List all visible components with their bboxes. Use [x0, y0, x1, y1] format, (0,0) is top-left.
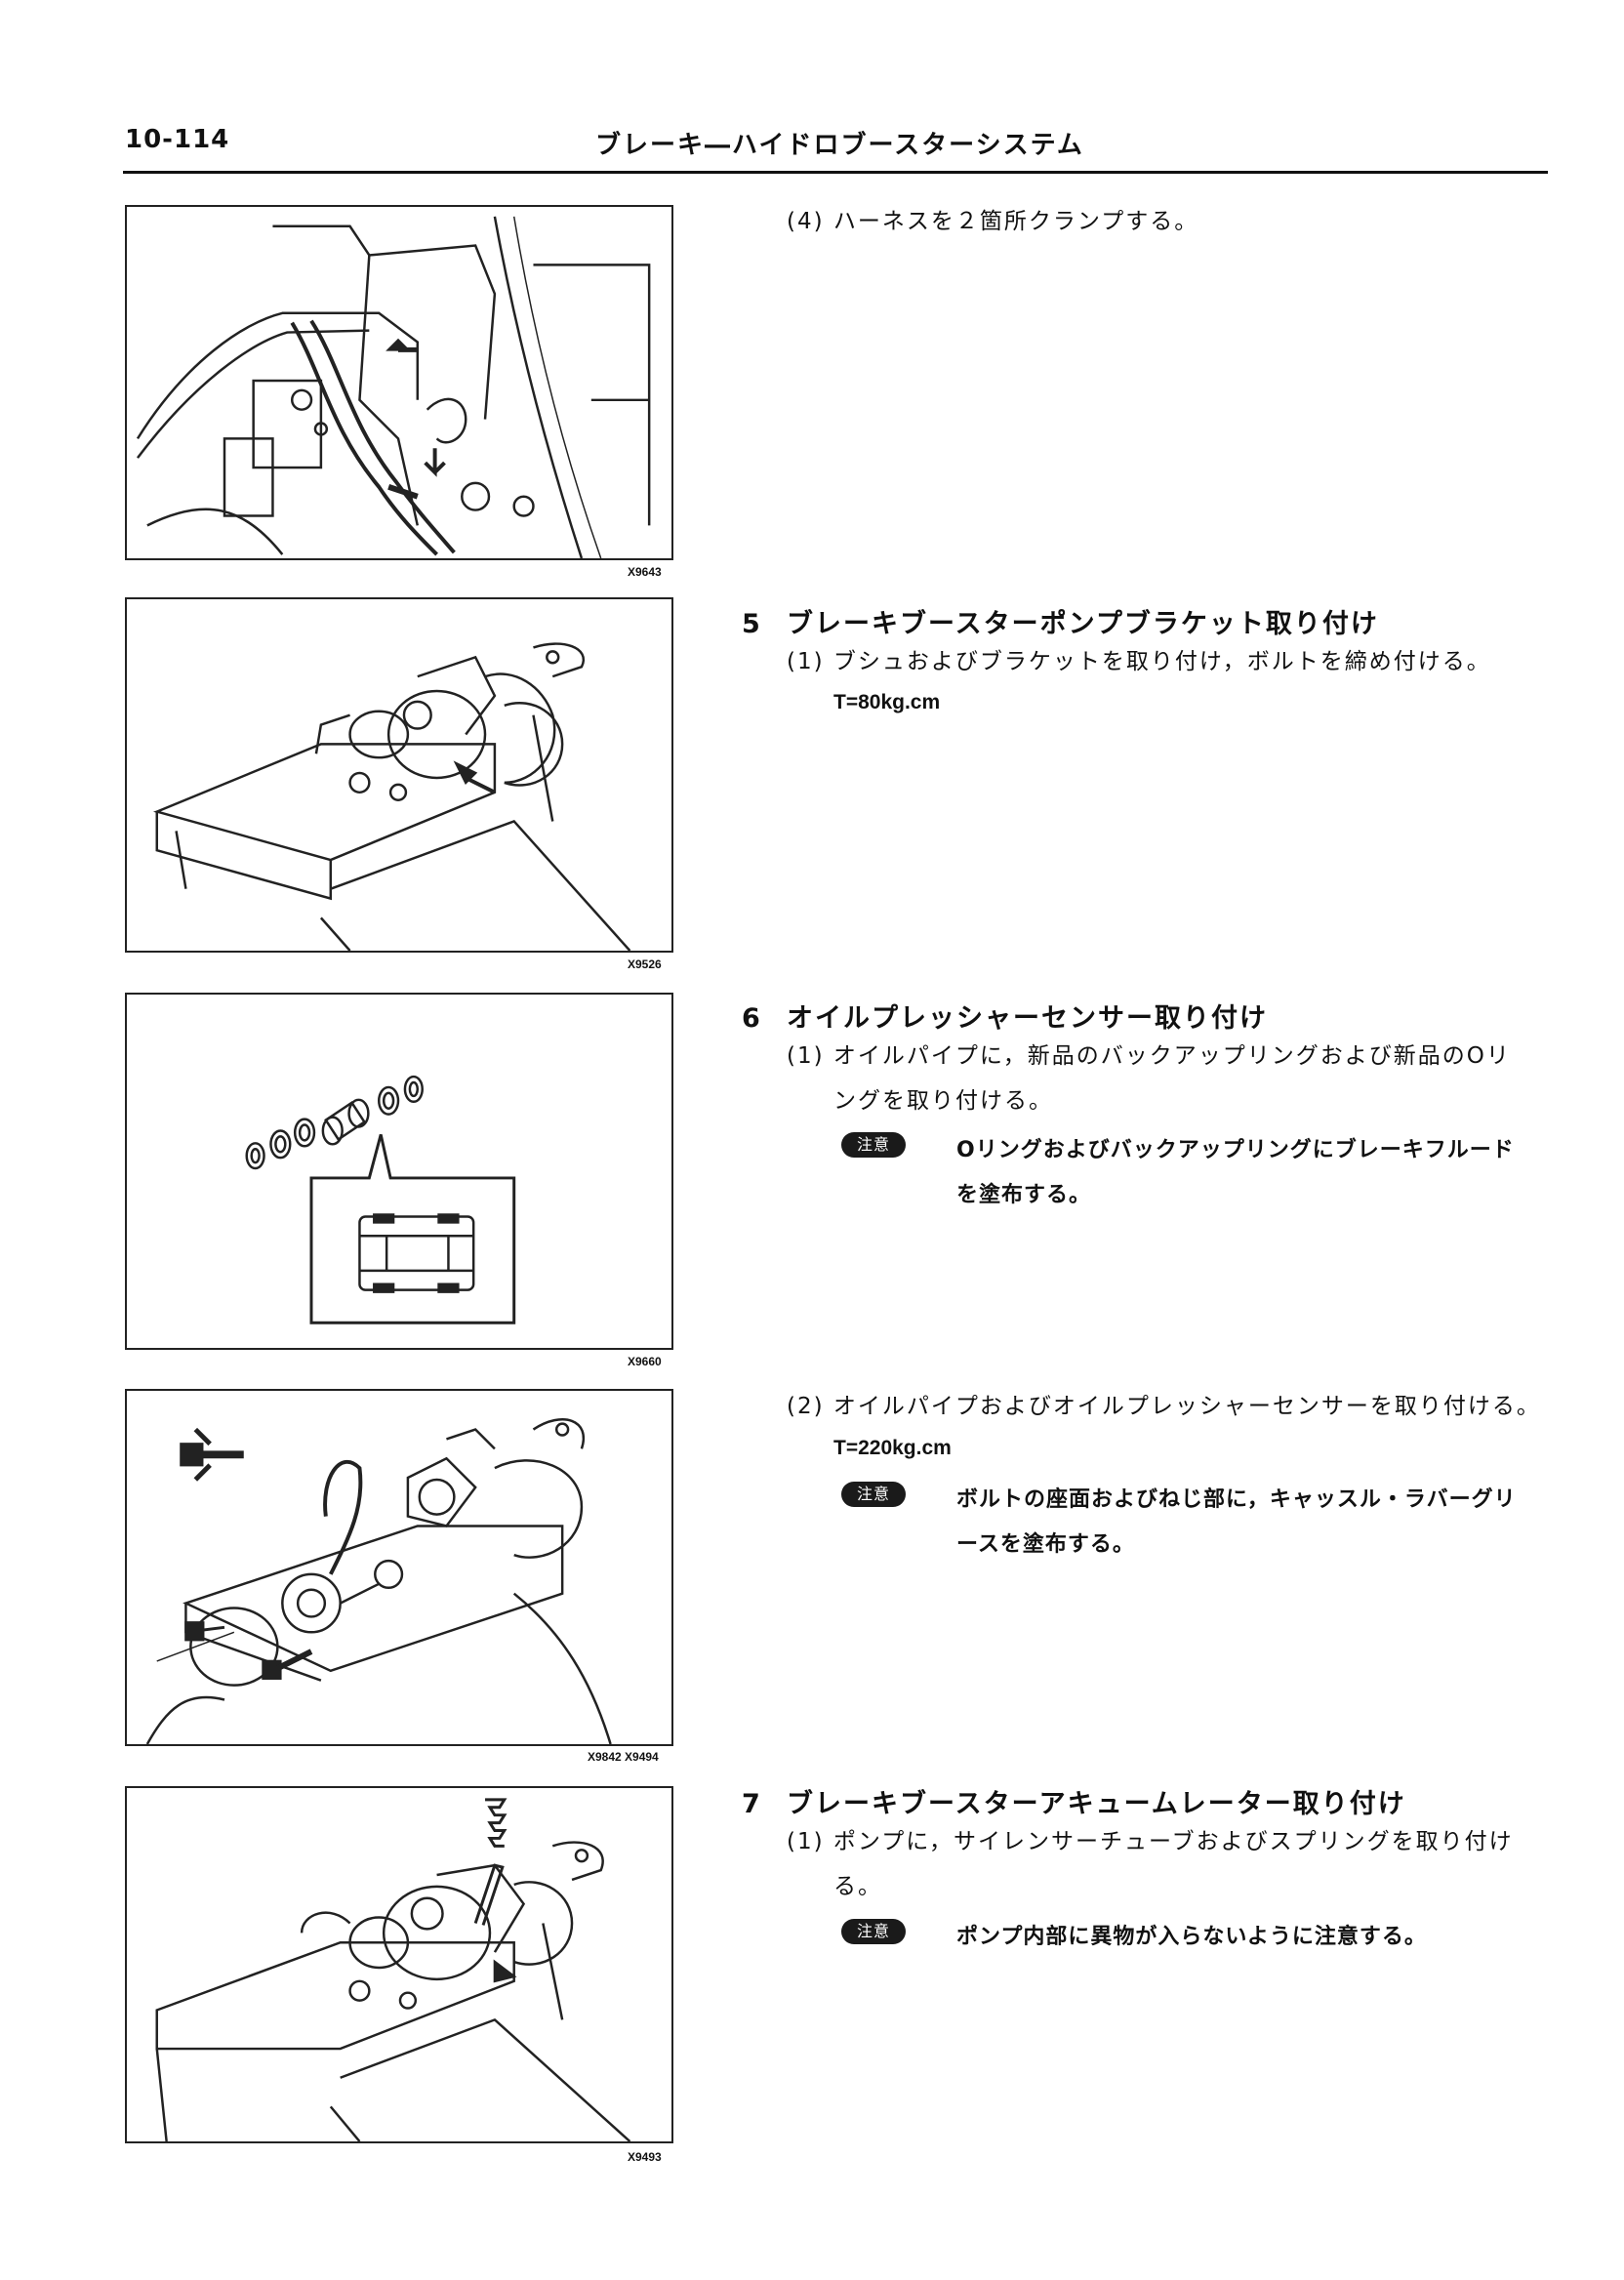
caution-text-line1: ボルトの座面およびねじ部に，キャッスル・ラバーグリ	[956, 1487, 1517, 1512]
accumulator-illustration	[155, 1798, 631, 2141]
step6-heading: 6 オイルプレッシャーセンサー取り付け	[742, 997, 1268, 1035]
step-title-text: ブレーキブースターアキュームレーター取り付け	[787, 1789, 1406, 1819]
pump-bracket-illustration	[152, 642, 631, 951]
figure-id: X9493	[628, 2150, 662, 2164]
page-title: ブレーキ―ハイドロブースターシステム	[595, 131, 1084, 160]
caution-text-line2: を塗布する。	[956, 1183, 1092, 1207]
caution-badge: 注意	[841, 1482, 906, 1507]
figure-id: X9526	[628, 957, 662, 971]
step-title-text: ブレーキブースターポンプブラケット取り付け	[787, 609, 1379, 639]
figure-pressure-sensor	[125, 1389, 673, 1746]
step6-item1-line2: ングを取り付ける。	[833, 1088, 1053, 1114]
caution-text-line2: ースを塗布する。	[956, 1532, 1135, 1557]
step4-item: (4) ハーネスを２箇所クランプする。	[787, 209, 1199, 234]
step5-item: (1) ブシュおよびブラケットを取り付け，ボルトを締め付ける。	[787, 649, 1491, 674]
figure-oil-pipe-rings	[125, 993, 673, 1350]
step5-heading: 5 ブレーキブースターポンプブラケット取り付け	[742, 602, 1379, 640]
step7-item1-line2: る。	[833, 1874, 882, 1899]
harness-clamp-illustration	[136, 216, 651, 558]
figure-id: X9643	[628, 565, 662, 579]
header-divider	[123, 171, 1548, 174]
pressure-sensor-illustration	[145, 1418, 612, 1744]
figure-accumulator	[125, 1786, 673, 2143]
step6-item1-line1: (1) オイルパイプに，新品のバックアップリングおよび新品のOリ	[787, 1043, 1511, 1069]
figure-harness-clamp	[125, 205, 673, 560]
caution-badge: 注意	[841, 1919, 906, 1944]
torque-spec: T=80kg.cm	[833, 691, 941, 713]
figure-id: X9842 X9494	[588, 1750, 659, 1764]
caution-text-line1: Oリングおよびバックアップリングにブレーキフルード	[956, 1138, 1515, 1162]
step-title-text: オイルプレッシャーセンサー取り付け	[787, 1003, 1268, 1034]
step-number: 6	[742, 1003, 762, 1034]
step7-item1-line1: (1) ポンプに，サイレンサーチューブおよびスプリングを取り付け	[787, 1829, 1514, 1854]
step6-item2: (2) オイルパイプおよびオイルプレッシャーセンサーを取り付ける。	[787, 1394, 1541, 1419]
figure-id: X9660	[628, 1355, 662, 1368]
figure-pump-bracket	[125, 597, 673, 953]
o-ring-backup-ring-illustration	[245, 1075, 516, 1324]
caution-text: ポンプ内部に異物が入らないように注意する。	[956, 1925, 1427, 1949]
torque-spec: T=220kg.cm	[833, 1437, 952, 1459]
caution-badge: 注意	[841, 1132, 906, 1158]
step7-heading: 7 ブレーキブースターアキュームレーター取り付け	[742, 1782, 1406, 1820]
step-number: 7	[742, 1789, 762, 1819]
step-number: 5	[742, 609, 762, 639]
page-number: 10-114	[125, 125, 230, 154]
